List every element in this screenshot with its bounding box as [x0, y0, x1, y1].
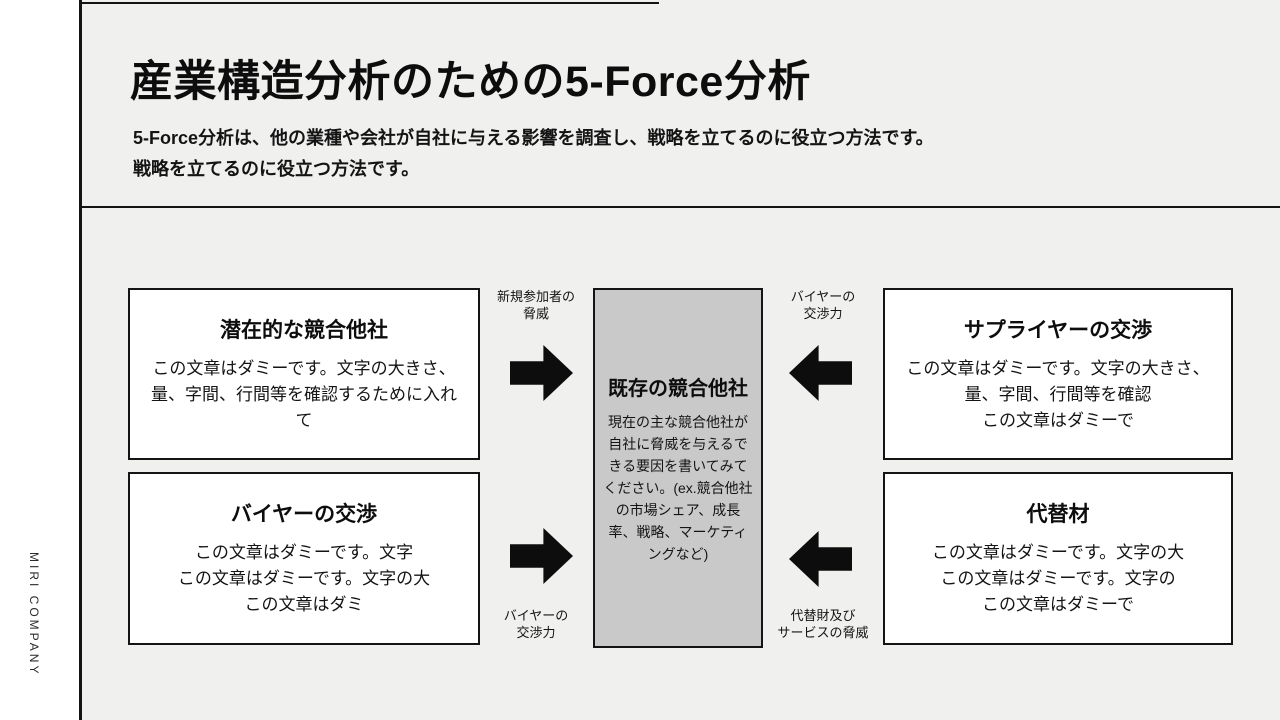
box-existing-competitors-body: 現在の主な競合他社が自社に脅威を与えるできる要因を書いてみてください。(ex.競…	[595, 411, 761, 565]
box-substitutes: 代替材 この文章はダミーです。文字の大 この文章はダミーです。文字の この文章は…	[883, 472, 1233, 645]
header-body-divider-line	[79, 206, 1280, 208]
label-line: バイヤーの	[790, 289, 856, 304]
slide-subtitle: 5-Force分析は、他の業種や会社が自社に与える影響を調査し、戦略を立てるのに…	[133, 123, 934, 185]
label-threat-of-new-entrants: 新規参加者の 脅威	[461, 288, 611, 322]
box-existing-competitors-title: 既存の競合他社	[608, 377, 748, 400]
box-potential-competitors: 潜在的な競合他社 この文章はダミーです。文字の大きさ、量、字間、行間等を確認する…	[128, 288, 480, 460]
body-paragraph: この文章はダミーです。文字の大	[177, 569, 431, 588]
label-line: サービスの脅威	[777, 625, 869, 640]
left-sidebar: MIRI COMPANY	[0, 0, 79, 720]
body-paragraph: この文章はダミーで	[982, 595, 1134, 614]
box-potential-competitors-title: 潜在的な競合他社	[220, 319, 388, 342]
label-buyer-bargaining-power-top: バイヤーの 交渉力	[748, 288, 898, 322]
sidebar-divider-line	[79, 0, 82, 720]
box-supplier-negotiation-body: この文章はダミーです。文字の大きさ、量、字間、行間等を確認 この文章はダミーで	[885, 356, 1231, 434]
slide-title: 産業構造分析のための5-Force分析	[130, 58, 811, 106]
box-buyer-negotiation: バイヤーの交渉 この文章はダミーです。文字 この文章はダミーです。文字の大 この…	[128, 472, 480, 645]
body-paragraph: 現在の主な競合他社が自社に脅威を与えるできる要因を書いてみてください。(ex.競…	[603, 413, 753, 562]
subtitle-line-2: 戦略を立てるのに役立つ方法です。	[133, 159, 420, 179]
body-paragraph: この文章はダミーです。文字	[194, 543, 414, 562]
label-line: 代替財及び	[790, 608, 856, 623]
label-line: 交渉力	[803, 306, 843, 321]
box-supplier-negotiation: サプライヤーの交渉 この文章はダミーです。文字の大きさ、量、字間、行間等を確認 …	[883, 288, 1233, 460]
label-threat-of-substitutes: 代替財及び サービスの脅威	[748, 607, 898, 641]
body-paragraph: この文章はダミーです。文字の大	[931, 543, 1185, 562]
box-supplier-negotiation-title: サプライヤーの交渉	[963, 319, 1153, 342]
box-buyer-negotiation-body: この文章はダミーです。文字 この文章はダミーです。文字の大 この文章はダミ	[130, 540, 478, 618]
label-line: 脅威	[522, 306, 549, 321]
label-line: 新規参加者の	[496, 289, 575, 304]
box-substitutes-body: この文章はダミーです。文字の大 この文章はダミーです。文字の この文章はダミーで	[885, 540, 1231, 618]
box-buyer-negotiation-title: バイヤーの交渉	[230, 503, 378, 526]
label-line: 交渉力	[516, 625, 556, 640]
box-potential-competitors-body: この文章はダミーです。文字の大きさ、量、字間、行間等を確認するために入れて	[130, 356, 478, 434]
company-vertical-text: MIRI COMPANY	[27, 552, 41, 677]
body-paragraph: この文章はダミーです。文字の大きさ、量、字間、行間等を確認するために入れて	[151, 359, 457, 430]
body-paragraph: この文章はダミーです。文字の大きさ、量、字間、行間等を確認	[906, 359, 1210, 404]
label-buyer-bargaining-power-bottom: バイヤーの 交渉力	[461, 607, 611, 641]
header-top-border	[79, 2, 659, 4]
label-line: バイヤーの	[503, 608, 569, 623]
body-paragraph: この文章はダミ	[244, 595, 364, 614]
body-paragraph: この文章はダミーです。文字の	[940, 569, 1176, 588]
box-existing-competitors: 既存の競合他社 現在の主な競合他社が自社に脅威を与えるできる要因を書いてみてくだ…	[593, 288, 763, 648]
body-paragraph: この文章はダミーで	[982, 411, 1134, 430]
box-substitutes-title: 代替材	[1026, 503, 1090, 526]
subtitle-line-1: 5-Force分析は、他の業種や会社が自社に与える影響を調査し、戦略を立てるのに…	[133, 128, 934, 148]
